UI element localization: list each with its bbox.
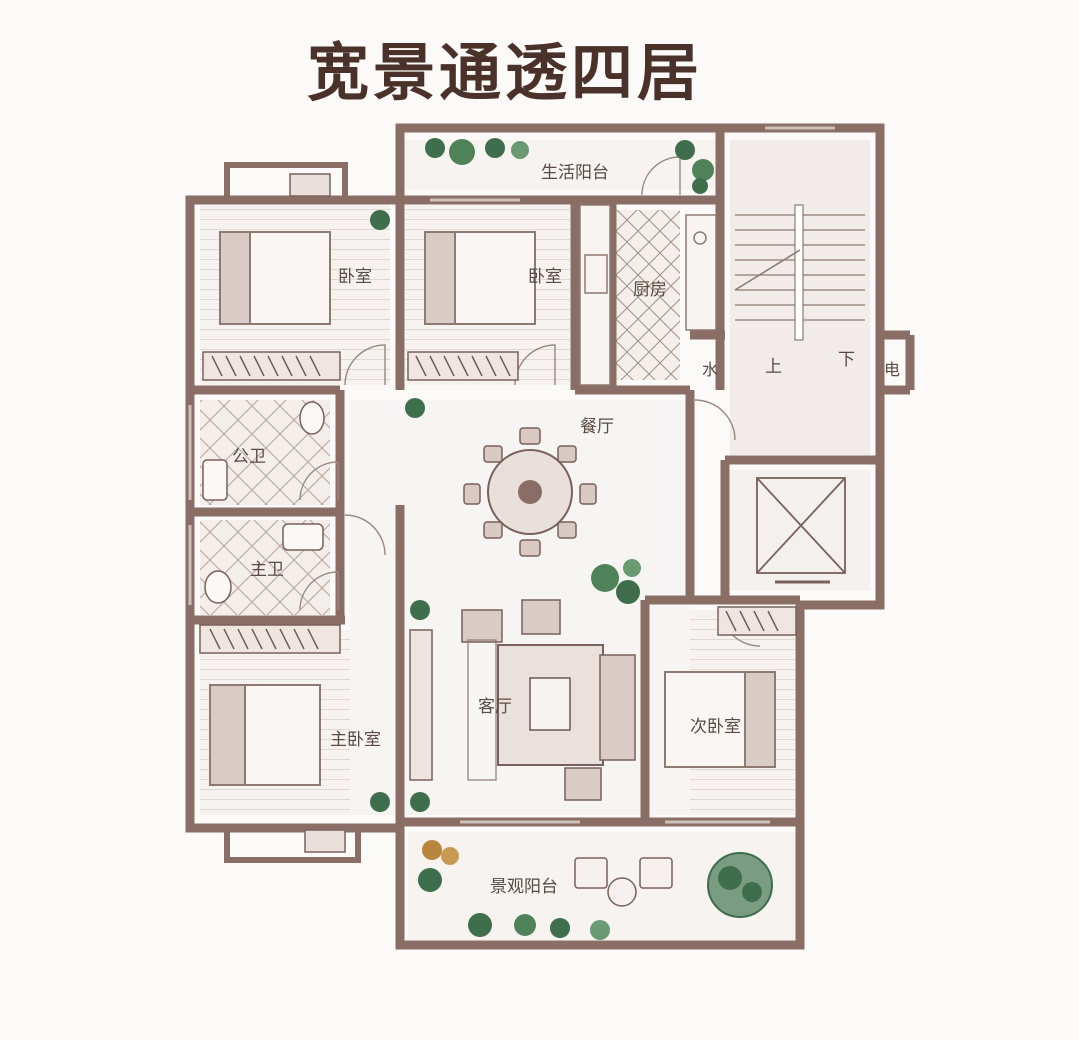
label-bedroom-2: 卧室 xyxy=(528,267,562,287)
label-kitchen: 厨房 xyxy=(633,280,667,300)
label-dining: 餐厅 xyxy=(580,417,614,437)
elevator-floor xyxy=(730,470,870,590)
kitchen-fixtures xyxy=(579,204,717,386)
label-up: 上 xyxy=(765,357,782,377)
wardrobes xyxy=(199,351,797,654)
plan-title: 宽景通透四居 xyxy=(306,36,703,109)
label-down: 下 xyxy=(838,350,855,370)
balcony-furniture xyxy=(289,173,673,907)
plants xyxy=(370,138,773,940)
label-master-bath: 主卫 xyxy=(250,560,284,580)
kitchen-floor xyxy=(615,210,680,380)
label-public-bath: 公卫 xyxy=(232,447,266,467)
label-bedroom-1: 卧室 xyxy=(338,267,372,287)
beds xyxy=(209,231,776,786)
label-living: 客厅 xyxy=(478,697,512,717)
label-view-balcony: 景观阳台 xyxy=(490,877,558,897)
label-master-bedroom: 主卧室 xyxy=(330,730,381,750)
label-second-bedroom: 次卧室 xyxy=(690,717,741,737)
stairs xyxy=(734,204,865,341)
label-electric: 电 xyxy=(884,360,901,379)
dining-set xyxy=(463,427,597,557)
bath-fixtures xyxy=(202,401,325,604)
elevator xyxy=(756,477,846,584)
label-service-balcony: 生活阳台 xyxy=(541,163,609,183)
windows xyxy=(188,126,835,824)
living-set xyxy=(409,599,636,801)
walls xyxy=(185,123,915,950)
label-water: 水 xyxy=(702,360,719,379)
